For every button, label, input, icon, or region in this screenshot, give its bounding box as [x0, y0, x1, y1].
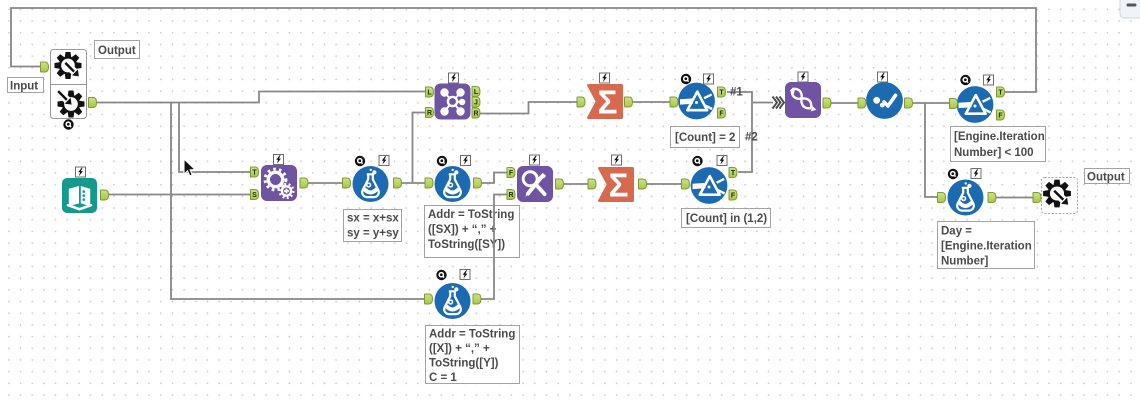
svg-text:[Engine.Iteration: [Engine.Iteration: [954, 131, 1045, 143]
svg-text:Addr = ToString: Addr = ToString: [428, 209, 514, 221]
svg-text:S: S: [252, 192, 257, 199]
svg-text:[Engine.Iteration: [Engine.Iteration: [941, 241, 1032, 253]
svg-text:F: F: [509, 170, 514, 177]
svg-text:T: T: [719, 90, 724, 97]
svg-text:F: F: [731, 193, 736, 200]
svg-text:ToString([Y]): ToString([Y]): [429, 358, 499, 370]
svg-text:F: F: [719, 111, 724, 118]
svg-text:Day =: Day =: [941, 226, 972, 238]
svg-text:T: T: [998, 90, 1003, 97]
svg-text:[Count] = 2: [Count] = 2: [675, 132, 735, 144]
svg-text:T: T: [731, 170, 736, 177]
svg-text:([SX]) + “,” +: ([SX]) + “,” +: [428, 224, 497, 236]
svg-text:L: L: [427, 90, 432, 97]
svg-text:Output: Output: [1087, 172, 1125, 184]
svg-text:([X]) + “,” +: ([X]) + “,” +: [429, 343, 490, 355]
svg-text:L: L: [474, 89, 479, 96]
svg-text:Addr = ToString: Addr = ToString: [429, 329, 515, 341]
svg-text:Number]: Number]: [941, 256, 988, 268]
svg-text:Number] < 100: Number] < 100: [954, 147, 1034, 159]
svg-text:sy = y+sy: sy = y+sy: [347, 228, 399, 240]
svg-text:F: F: [998, 113, 1003, 120]
svg-text:sx = x+sx: sx = x+sx: [347, 213, 399, 225]
svg-text:ToString([SY]): ToString([SY]): [428, 239, 505, 251]
svg-text:R: R: [427, 110, 432, 117]
svg-text:[Count] in (1,2): [Count] in (1,2): [686, 213, 767, 225]
svg-text:#2: #2: [745, 132, 758, 144]
svg-text:C = 1: C = 1: [429, 372, 457, 384]
svg-text:T: T: [252, 170, 257, 177]
svg-text:J: J: [474, 100, 478, 107]
svg-text:#1: #1: [730, 87, 743, 99]
svg-text:Output: Output: [98, 45, 136, 57]
svg-text:R: R: [508, 192, 513, 199]
svg-text:R: R: [473, 111, 478, 118]
svg-text:Input: Input: [10, 81, 38, 93]
